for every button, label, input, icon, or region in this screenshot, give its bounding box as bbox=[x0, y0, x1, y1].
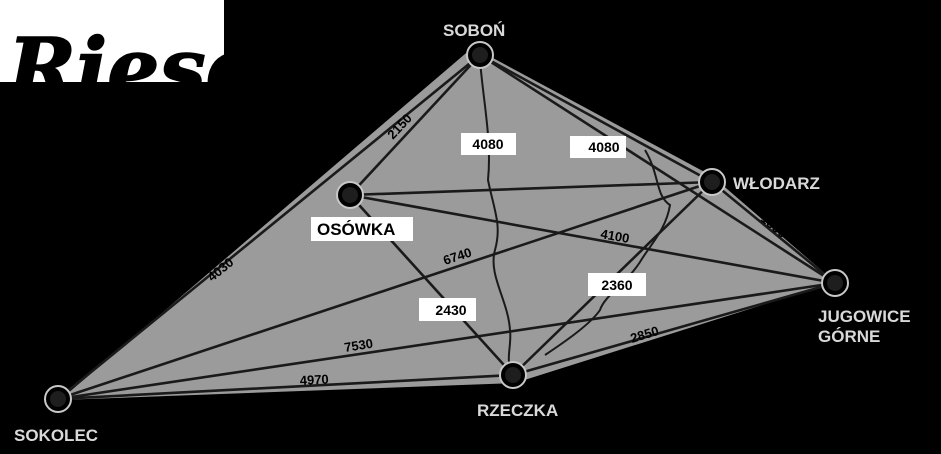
link-osowka-jugowice bbox=[348, 193, 837, 285]
label-box bbox=[461, 133, 516, 155]
boxed-distance: 2360 bbox=[601, 277, 632, 293]
label-box bbox=[311, 217, 413, 241]
node-label-rzeczka: RZECZKA bbox=[477, 401, 558, 420]
node-label-wlodarz: WŁODARZ bbox=[733, 174, 820, 193]
label-box bbox=[419, 298, 476, 321]
node-label-sobon: SOBOŃ bbox=[443, 21, 505, 40]
link-sokolec-sobon bbox=[56, 53, 482, 401]
node-labels: SOBOŃ OSÓWKA WŁODARZ JUGOWICE GÓRNE RZEC… bbox=[14, 21, 915, 445]
node-sobon bbox=[466, 41, 494, 69]
link-sokolec-wlodarz bbox=[56, 180, 714, 401]
link-sobon-jugowice bbox=[478, 53, 837, 285]
node-jugowice bbox=[821, 269, 849, 297]
boxed-distance: 2430 bbox=[435, 302, 466, 318]
distance-label: 4100 bbox=[599, 226, 630, 246]
node-sokolec bbox=[44, 385, 72, 413]
node-wlodarz bbox=[698, 168, 726, 196]
river-line bbox=[544, 149, 672, 356]
boxed-distance: 4080 bbox=[588, 139, 619, 155]
link-osowka-wlodarz bbox=[348, 180, 714, 197]
node-label-osowka: OSÓWKA bbox=[317, 220, 395, 239]
node-label-line: GÓRNE bbox=[818, 327, 880, 346]
link-rzeczka-jugowice bbox=[511, 281, 837, 377]
link-wlodarz-jugowice bbox=[710, 180, 837, 285]
nodes-layer bbox=[44, 41, 849, 413]
node-osowka bbox=[336, 181, 364, 209]
node-label-line: JUGOWICE bbox=[818, 307, 911, 326]
distance-label: 7530 bbox=[343, 336, 374, 355]
boxed-distance: 4080 bbox=[472, 136, 503, 152]
link-osowka-sobon bbox=[348, 53, 482, 197]
distance-label: 4970 bbox=[299, 372, 329, 388]
riese-logo: Riese bbox=[0, 0, 259, 118]
logo-text: Riese bbox=[6, 21, 258, 117]
link-sokolec-jugowice bbox=[56, 281, 837, 401]
node-label-sokolec: SOKOLEC bbox=[14, 426, 98, 445]
node-label-jugowice: JUGOWICE GÓRNE bbox=[818, 307, 915, 346]
link-sokolec-rzeczka bbox=[56, 373, 515, 401]
link-sobon-wlodarz bbox=[478, 53, 714, 184]
river-line bbox=[479, 59, 513, 373]
boxed-distance-labels: 4080 4080 2360 2430 bbox=[419, 133, 646, 321]
label-box bbox=[570, 136, 626, 158]
distance-label: 6250 bbox=[267, 170, 299, 200]
node-rzeczka bbox=[499, 361, 527, 389]
logo-box bbox=[0, 0, 224, 82]
label-box bbox=[588, 273, 646, 296]
